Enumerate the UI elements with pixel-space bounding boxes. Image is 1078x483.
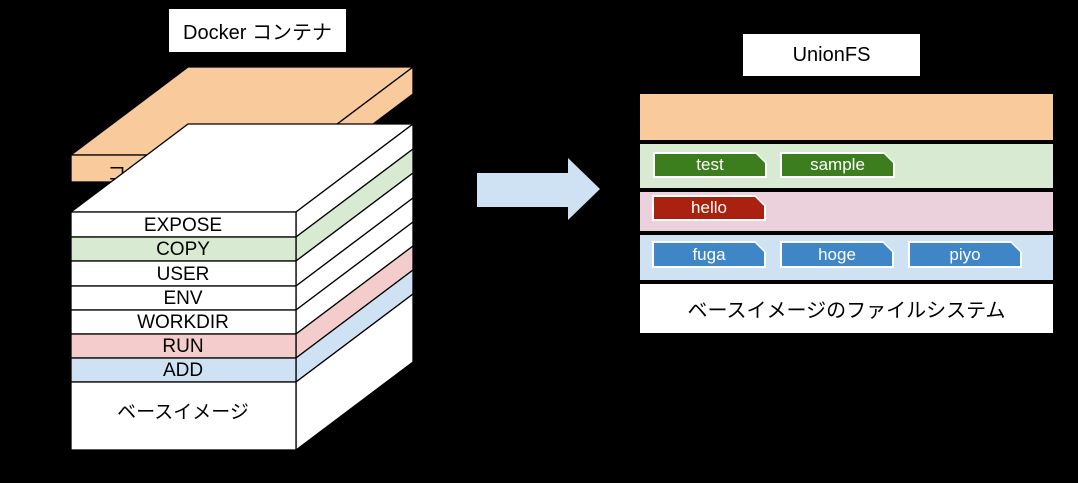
layer-add-front: [70, 357, 297, 383]
file-tag-fuga-label: fuga: [692, 244, 726, 264]
unionfs-container-layer-bar: [640, 94, 1053, 140]
layer-add-label: ADD: [163, 360, 203, 381]
file-tag-test-label: test: [696, 155, 724, 174]
right-arrow-icon: [477, 158, 600, 220]
file-tag-sample: sample: [780, 152, 895, 178]
layer-run-front: [70, 333, 297, 359]
layer-copy: COPY: [70, 147, 414, 263]
layer-user-label: USER: [157, 264, 210, 285]
layer-copy-front: [70, 236, 297, 262]
file-tag-sample-body: sample: [782, 154, 893, 176]
layer-copy-label: COPY: [156, 239, 210, 260]
layer-base-image-front: [70, 381, 297, 451]
layer-expose-label: EXPOSE: [144, 215, 222, 236]
docker-layer-stack: コンテナレイヤー EXPOSE COPY USER ENV: [69, 65, 415, 452]
base-filesystem-label: ベースイメージのファイルシステム: [687, 300, 1006, 322]
file-tag-sample-label: sample: [810, 155, 865, 174]
file-tag-test: test: [653, 152, 767, 178]
docker-container-title: Docker コンテナ: [183, 22, 332, 44]
layer-workdir: WORKDIR: [70, 220, 414, 336]
layer-base-image: ベースイメージ: [70, 292, 414, 452]
docker-container-title-box: Docker コンテナ: [169, 9, 346, 52]
file-tag-hello-body: hello: [654, 197, 764, 219]
layer-add: ADD: [70, 268, 414, 384]
layer-env-label: ENV: [163, 288, 202, 309]
layer-run: RUN: [70, 244, 414, 360]
unionfs-title-box: UnionFS: [743, 34, 920, 76]
file-tag-piyo-label: piyo: [949, 244, 981, 264]
file-tag-hoge-label: hoge: [818, 244, 856, 264]
file-tag-hello-label: hello: [691, 198, 727, 217]
file-tag-test-body: test: [655, 154, 765, 176]
unionfs-title: UnionFS: [792, 43, 871, 66]
file-tag-fuga-body: fuga: [654, 243, 764, 266]
unionfs-base-filesystem-bar: ベースイメージのファイルシステム: [640, 284, 1053, 333]
file-tag-hello: hello: [652, 195, 766, 221]
file-tag-hoge-body: hoge: [782, 243, 892, 266]
right-arrow-shape: [477, 158, 600, 220]
file-tag-piyo-body: piyo: [910, 243, 1020, 266]
file-tag-fuga: fuga: [652, 241, 766, 268]
layer-run-label: RUN: [162, 336, 203, 357]
layer-base-image-label: ベースイメージ: [117, 402, 249, 423]
layer-workdir-front: [70, 309, 297, 335]
file-tag-piyo: piyo: [908, 241, 1022, 268]
layer-workdir-label: WORKDIR: [137, 312, 229, 333]
file-tag-hoge: hoge: [780, 241, 894, 268]
